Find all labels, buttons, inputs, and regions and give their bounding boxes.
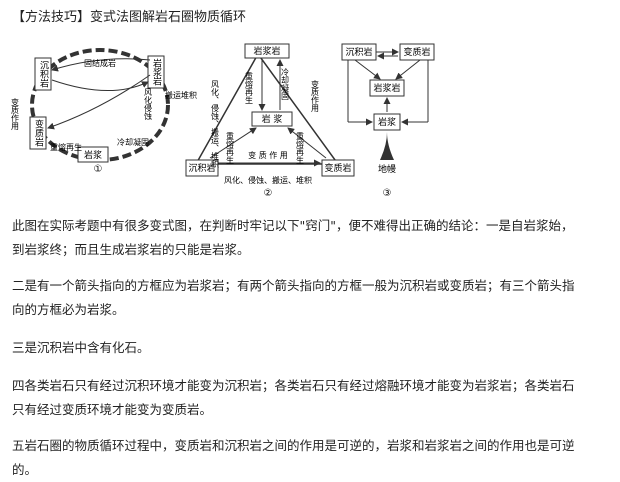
d2-label-metamorph-right: 变质作用 — [311, 79, 320, 113]
d3-label-sediment: 沉积岩 — [345, 46, 372, 58]
d2-box-igneous — [244, 43, 290, 59]
d2-box-magma — [251, 111, 293, 127]
diagram-1: 沉积岩 岩浆岩 变质岩 岩浆 固结成岩 搬运堆积 风化侵蚀 变质作用 冷却凝固 … — [11, 48, 197, 175]
d2-label-sediment: 沉积岩 — [188, 162, 215, 174]
d1-label-weathering: 风化侵蚀 — [144, 88, 153, 121]
d2-label-cooling: 冷却凝固 — [281, 67, 290, 101]
d1-label-sediment: 沉积岩 — [38, 60, 49, 88]
d2-label-magma: 岩 浆 — [262, 113, 283, 125]
d1-label-remelt: 重熔再生 — [50, 142, 82, 152]
d1-box-magma — [77, 146, 109, 163]
paragraph-4: 四各类岩石只有经过沉积环境才能变为沉积岩；各类岩石只有经过熔融环境才能变为岩浆岩… — [12, 378, 575, 417]
d2-box-metamorphic — [321, 159, 355, 177]
d2-label-left-diag: 风化、侵蚀、搬运、堆积 — [211, 80, 220, 169]
d2-number: ② — [264, 188, 273, 199]
d1-label-metamorphic: 变质岩 — [33, 118, 44, 147]
d3-number: ③ — [383, 188, 392, 199]
d2-label-remelt-inner-l: 重熔再生 — [226, 131, 235, 164]
d3-label-magma: 岩浆 — [378, 116, 396, 128]
d1-label-transport: 搬运堆积 — [165, 90, 197, 100]
d3-label-mantle: 地幔 — [378, 163, 396, 175]
diagram-2: 岩浆岩 岩 浆 沉积岩 变质岩 重熔再生 冷却凝固 风化、侵蚀、搬运、堆积 变质… — [185, 43, 355, 199]
d2-label-igneous: 岩浆岩 — [253, 45, 280, 57]
d1-label-metamorph: 变质作用 — [11, 97, 20, 131]
d2-box-sediment — [185, 159, 219, 177]
diagram-3: 沉积岩 变质岩 岩浆岩 岩浆 地幔 ③ — [341, 43, 435, 199]
paragraph-2: 二是有一个箭头指向的方框应为岩浆岩；有两个箭头指向的方框一般为沉积岩或变质岩；有… — [12, 278, 575, 317]
d1-box-igneous — [147, 55, 165, 89]
d1-label-magma: 岩浆 — [84, 149, 102, 161]
d1-label-consolidation: 固结成岩 — [84, 58, 116, 68]
d1-label-igneous: 岩浆岩 — [151, 57, 162, 86]
d1-box-sediment — [34, 57, 52, 91]
paragraph-3: 三是沉积岩中含有化石。 — [12, 340, 150, 355]
d2-label-bottom-bottom: 风化、侵蚀、搬运、堆积 — [224, 175, 312, 185]
d2-label-remelt: 重熔再生 — [245, 71, 254, 104]
rock-cycle-figure: 沉积岩 岩浆岩 变质岩 岩浆 固结成岩 搬运堆积 风化侵蚀 变质作用 冷却凝固 … — [11, 43, 435, 199]
d1-box-metamorphic — [29, 116, 47, 150]
paragraph-5: 五岩石圈的物质循环过程中，变质岩和沉积岩之间的作用是可逆的，岩浆和岩浆岩之间的作… — [12, 438, 575, 477]
d3-box-magma — [373, 113, 401, 131]
d3-label-metamorphic: 变质岩 — [403, 46, 430, 58]
d2-label-bottom-top: 变 质 作 用 — [248, 150, 288, 160]
d3-label-igneous: 岩浆岩 — [373, 82, 400, 94]
d2-label-metamorphic: 变质岩 — [324, 162, 351, 174]
paragraph-1: 此图在实际考题中有很多变式图，在判断时牢记以下"窍门"，便不难得出正确的结论：一… — [12, 218, 574, 257]
d1-label-cooling: 冷却凝固 — [117, 137, 149, 147]
d1-number: ① — [94, 164, 103, 175]
d3-box-metamorphic — [399, 43, 435, 61]
d2-label-remelt-inner-r: 重熔再生 — [296, 131, 305, 164]
d3-box-igneous — [369, 79, 405, 97]
page-title: 【方法技巧】变式法图解岩石圈物质循环 — [12, 10, 247, 25]
